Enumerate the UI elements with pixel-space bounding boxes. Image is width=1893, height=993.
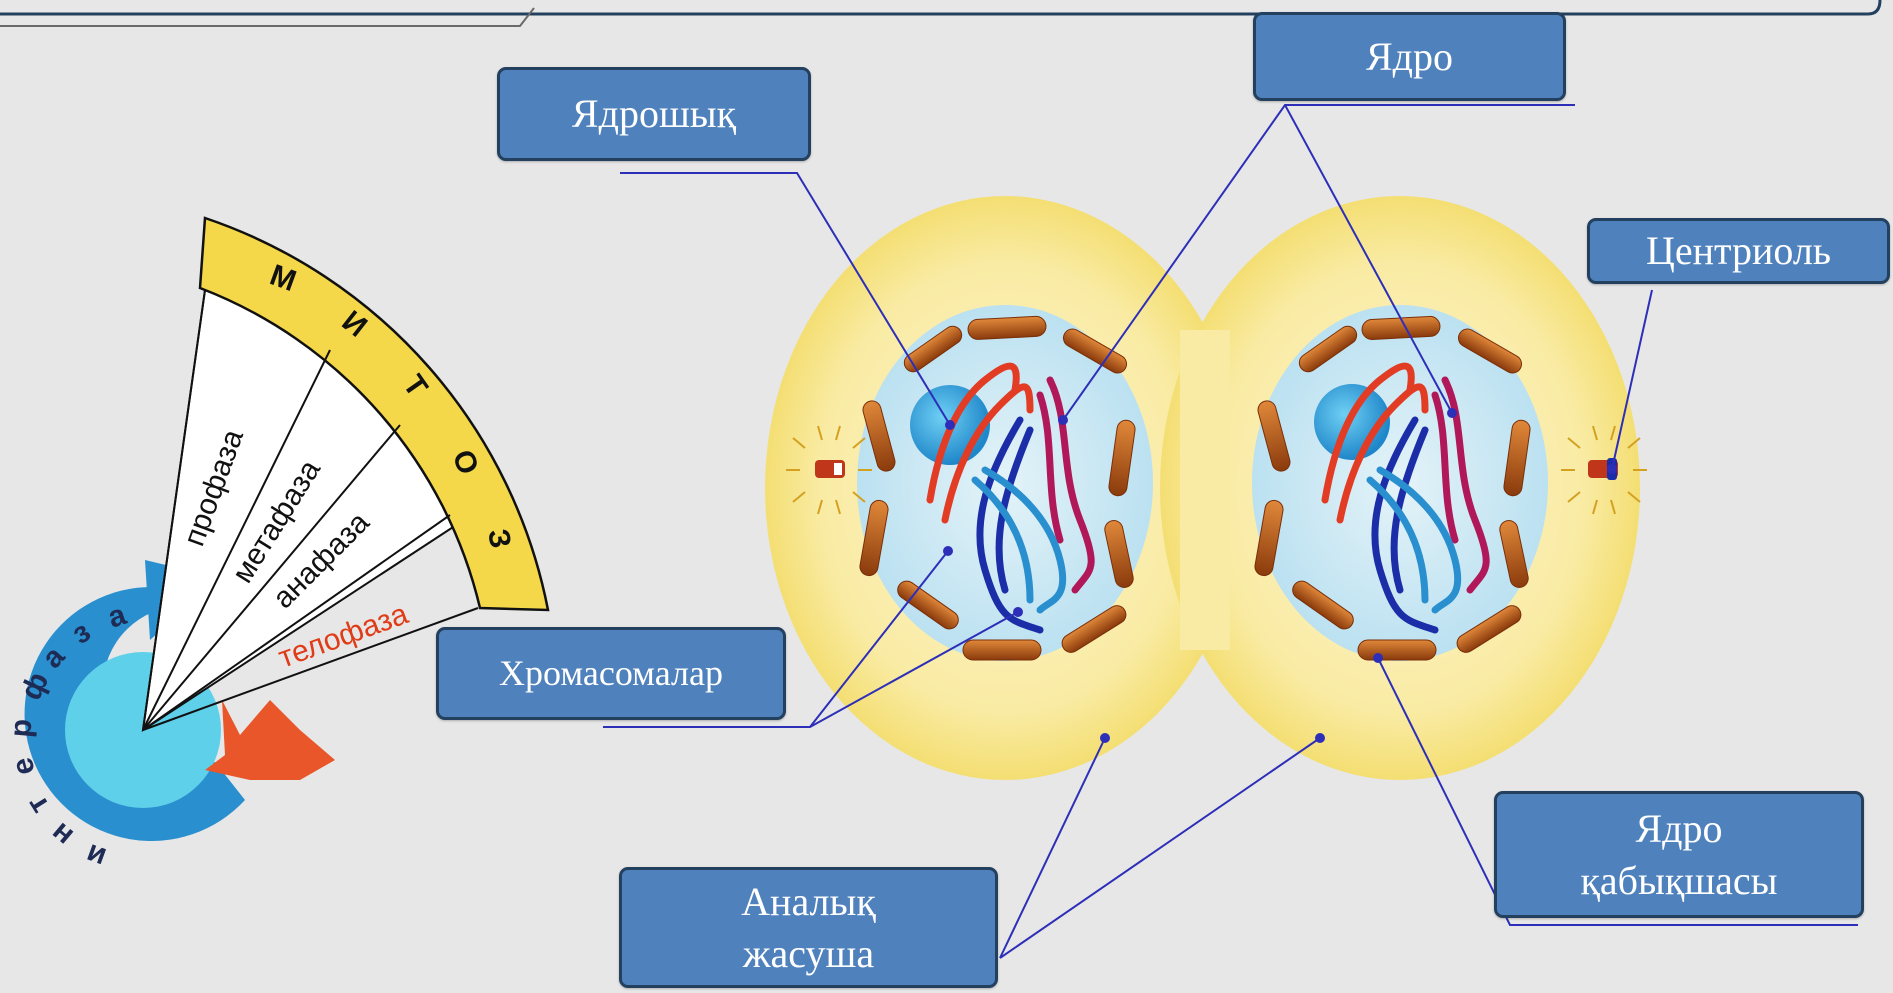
dividing-cell	[765, 196, 1647, 780]
cell-cycle-wheel: М И Т О З профаза метафаза анафаза телоф…	[4, 218, 548, 874]
nucleus-left	[857, 305, 1153, 661]
interphase-letter-9: и	[82, 837, 111, 874]
label-centriole: Центриоль	[1587, 218, 1890, 284]
label-nucleus: Ядро	[1253, 12, 1566, 101]
label-mother-cell: Аналық жасуша	[619, 867, 998, 988]
nucleus-right	[1252, 305, 1548, 661]
label-nuclear-envelope: Ядро қабықшасы	[1494, 791, 1864, 918]
interphase-letter-8: н	[44, 816, 79, 853]
interphase-letter-6: е	[6, 754, 42, 779]
interphase-letter-7: т	[20, 790, 56, 820]
title-bar-remnant	[0, 0, 1880, 26]
interphase-letter-5: р	[4, 717, 38, 738]
label-nucleolus: Ядрошық	[497, 67, 811, 161]
label-chromosomes: Хромасомалар	[436, 627, 786, 720]
transition-arrow	[205, 700, 335, 780]
